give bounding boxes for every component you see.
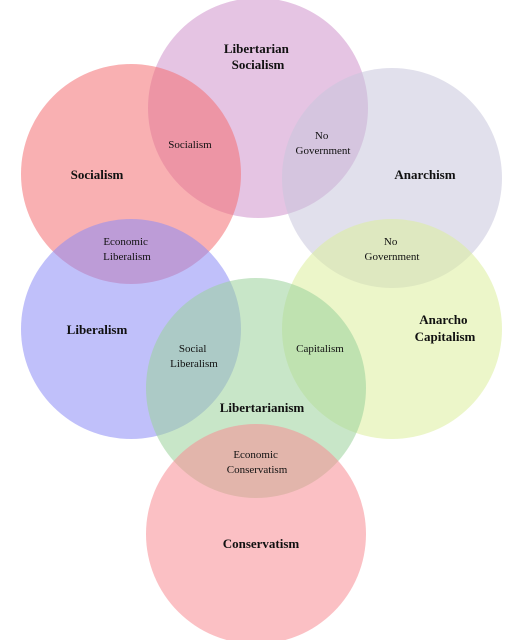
economic-conservatism-overlap-label-line1: Economic	[233, 449, 278, 461]
economic-liberalism-overlap-label: Economic Liberalism	[103, 236, 151, 263]
conservatism-label-line1: Conservatism	[223, 536, 300, 551]
libertarian-socialism-label-line1: Libertarian	[224, 41, 290, 56]
anarchism-circle	[282, 68, 502, 288]
conservatism-circle	[146, 424, 366, 640]
anarcho-capitalism-label-line2: Capitalism	[415, 329, 476, 344]
libertarian-socialism-label-line2: Socialism	[232, 57, 285, 72]
socialism-circle	[21, 64, 241, 284]
social-liberalism-overlap-label-line1: Social	[179, 343, 207, 355]
social-liberalism-overlap-label-line2: Liberalism	[170, 358, 218, 370]
anarcho-capitalism-label: Anarcho Capitalism	[415, 312, 476, 344]
liberalism-label: Liberalism	[67, 322, 128, 337]
socialism-overlap-label: Socialism	[168, 139, 212, 151]
liberalism-label-line1: Liberalism	[67, 322, 128, 337]
libertarianism-label: Libertarianism	[220, 400, 305, 415]
capitalism-overlap-label-line1: Capitalism	[296, 343, 344, 355]
economic-liberalism-overlap-label-line2: Liberalism	[103, 251, 151, 263]
socialism-label-line1: Socialism	[71, 167, 124, 182]
capitalism-overlap-label: Capitalism	[296, 343, 344, 355]
anarchism-label: Anarchism	[394, 167, 455, 182]
social-liberalism-overlap-label: Social Liberalism	[170, 343, 218, 370]
no-government-right-overlap-label-line2: Government	[365, 251, 420, 263]
anarcho-capitalism-label-line1: Anarcho	[419, 312, 467, 327]
no-government-right-overlap-label-line1: No	[384, 236, 398, 248]
no-government-top-overlap-label: No Government	[296, 130, 351, 157]
economic-conservatism-overlap-label-line2: Conservatism	[227, 464, 288, 476]
economic-liberalism-overlap-label-line1: Economic	[103, 236, 148, 248]
libertarian-socialism-label: Libertarian Socialism	[224, 41, 292, 72]
libertarianism-label-line1: Libertarianism	[220, 400, 305, 415]
socialism-label: Socialism	[71, 167, 124, 182]
socialism-overlap-label-line1: Socialism	[168, 139, 212, 151]
economic-conservatism-overlap-label: Economic Conservatism	[227, 449, 288, 476]
no-government-top-overlap-label-line1: No	[315, 130, 329, 142]
no-government-right-overlap-label: No Government	[365, 236, 420, 263]
conservatism-label: Conservatism	[223, 536, 300, 551]
anarchism-label-line1: Anarchism	[394, 167, 455, 182]
no-government-top-overlap-label-line2: Government	[296, 145, 351, 157]
